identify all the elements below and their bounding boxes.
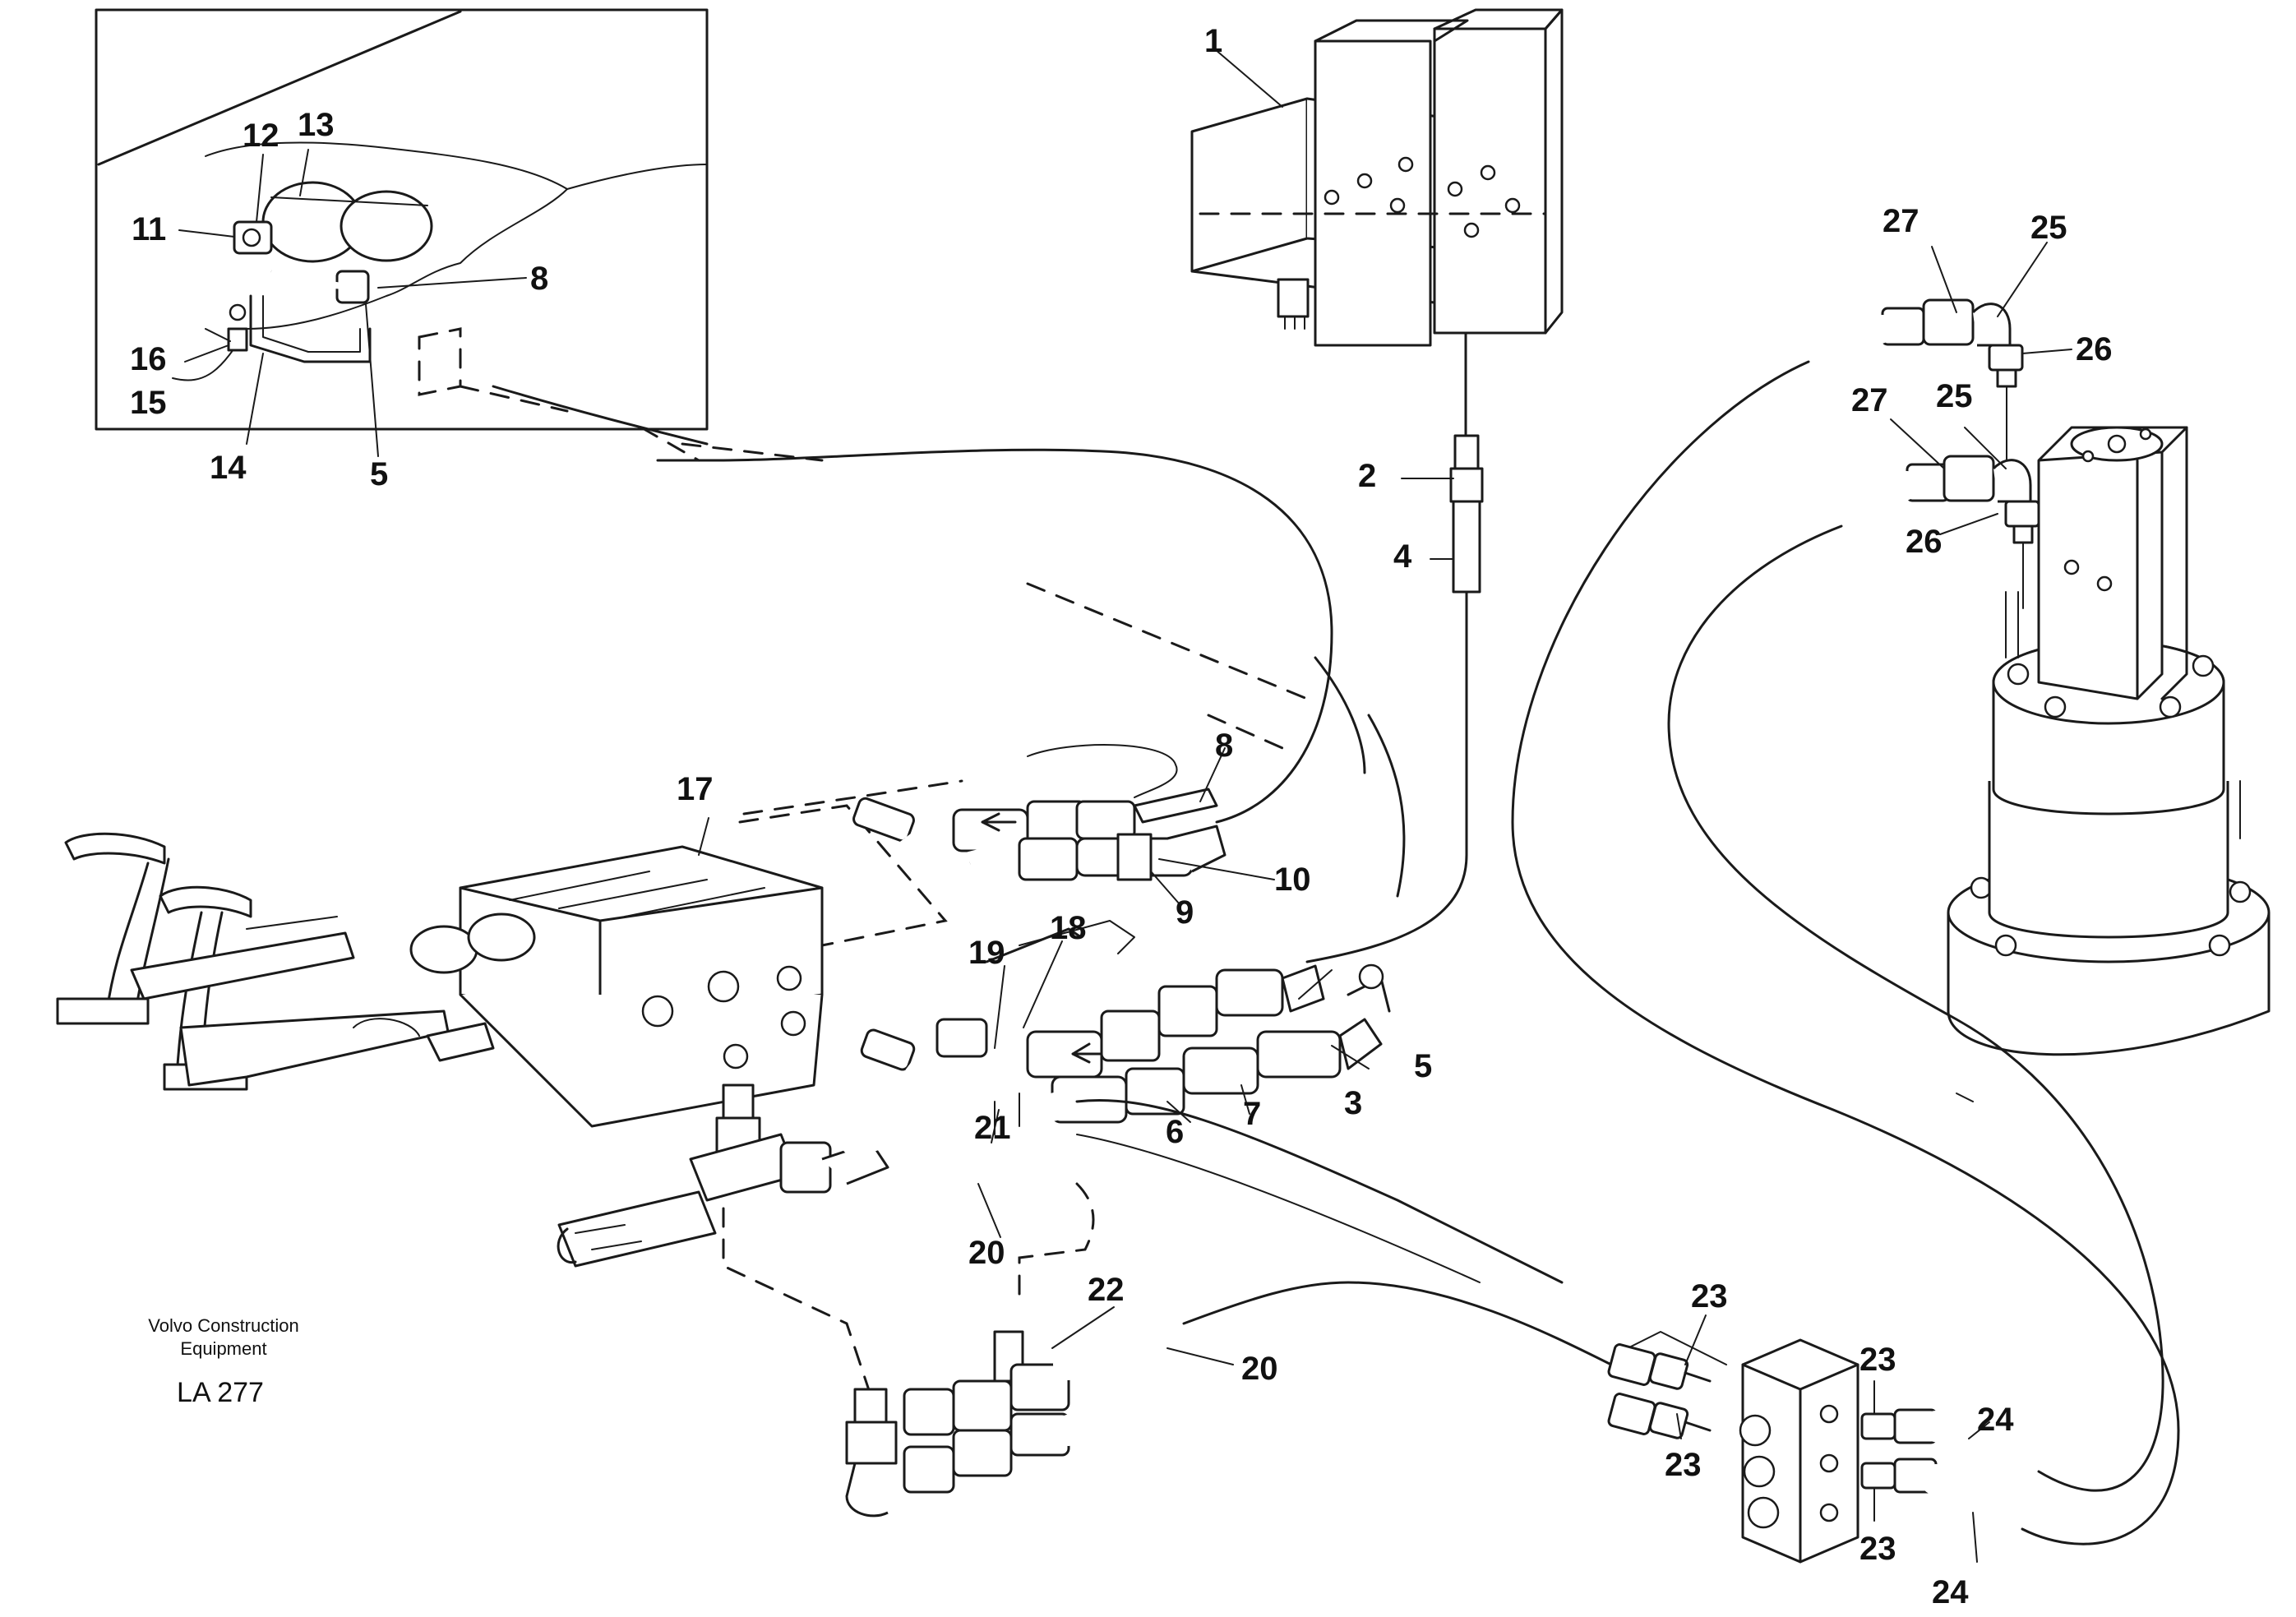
callout-19: 19 [968, 935, 1005, 971]
callout-24-lower: 24 [1932, 1574, 1969, 1610]
caption-line-1: Volvo Construction [148, 1315, 298, 1336]
callout-23-top-left: 23 [1691, 1278, 1728, 1314]
callout-6: 6 [1166, 1114, 1184, 1150]
callout-15: 15 [130, 385, 167, 421]
callout-5-inset: 5 [370, 456, 388, 492]
callout-13: 13 [298, 107, 335, 143]
hose-set-lower [557, 1083, 1564, 1399]
callout-10: 10 [1274, 862, 1311, 898]
inset-detail-view [95, 8, 709, 457]
line-valve-to-fitting [1305, 331, 1484, 963]
callout-11: 11 [132, 211, 166, 247]
callout-1: 1 [1204, 23, 1222, 59]
callout-20-lower: 20 [1241, 1351, 1278, 1387]
hose-set-middle [860, 920, 1391, 1124]
callout-25-upper: 25 [2030, 210, 2067, 246]
tee-block-connector [1607, 1331, 2054, 1564]
callout-9: 9 [1176, 894, 1194, 931]
callout-27-lower: 27 [1851, 382, 1888, 418]
callout-23-bottom-left: 23 [1665, 1447, 1702, 1483]
callout-3: 3 [1344, 1085, 1362, 1121]
callout-12: 12 [243, 118, 279, 154]
bottom-fitting-cluster [845, 1281, 1613, 1518]
callout-18: 18 [1050, 910, 1087, 946]
callout-25-lower: 25 [1936, 378, 1973, 414]
callout-26-upper: 26 [2076, 331, 2113, 367]
callout-16: 16 [130, 341, 167, 377]
swivel-fittings [1795, 298, 2040, 609]
callout-labels: 1 2 3 4 5 5 6 7 8 8 9 10 11 12 13 14 15 … [130, 23, 2113, 1610]
callout-7: 7 [1243, 1096, 1261, 1132]
callout-26-lower: 26 [1906, 524, 1943, 560]
callout-2: 2 [1358, 458, 1376, 494]
valve-block-1 [1190, 8, 1564, 347]
callout-22: 22 [1088, 1272, 1125, 1308]
leader-lines [698, 49, 2072, 1563]
callout-27-upper: 27 [1883, 203, 1919, 239]
caption-line-2: Equipment [180, 1338, 266, 1359]
long-hose-loops [1511, 360, 2180, 1545]
callout-21: 21 [974, 1110, 1011, 1146]
valve-connection-outline [738, 804, 948, 947]
callout-17: 17 [677, 771, 714, 807]
hose-set-upper [492, 385, 1406, 898]
callout-24-upper: 24 [1977, 1402, 2014, 1438]
callout-23-top-right: 23 [1859, 1342, 1896, 1378]
callout-8-inset: 8 [530, 261, 548, 297]
callout-23-bottom-right: 23 [1859, 1531, 1896, 1567]
callout-8: 8 [1215, 728, 1233, 764]
manufacturer-caption: Volvo Construction Equipment LA 277 [148, 1315, 298, 1408]
callout-20-upper: 20 [968, 1235, 1005, 1271]
callout-5: 5 [1414, 1048, 1432, 1084]
drawing-code: LA 277 [177, 1377, 264, 1408]
dashed-routing-lines [459, 385, 1309, 815]
pedal-valve-assembly [56, 832, 824, 1128]
callout-14: 14 [210, 450, 247, 486]
callout-4: 4 [1393, 538, 1412, 575]
swivel-joint [1947, 426, 2271, 1056]
